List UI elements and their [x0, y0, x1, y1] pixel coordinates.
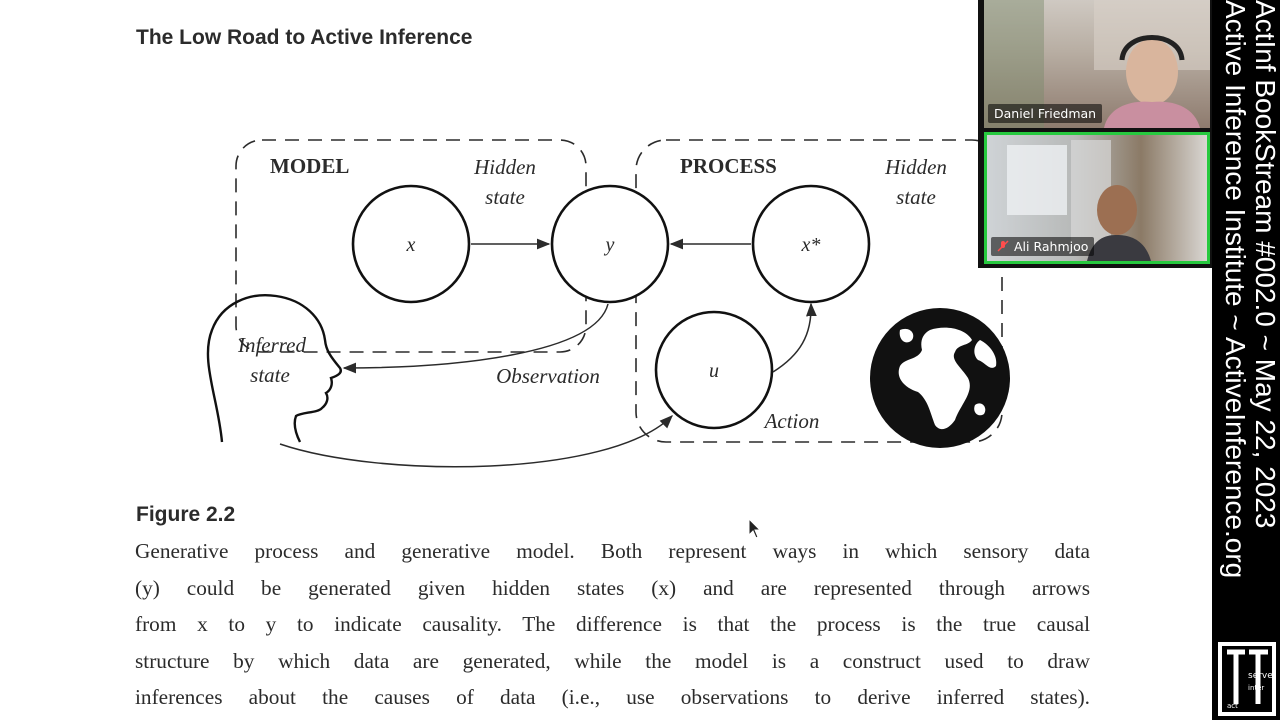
- node-y-circle: [550, 184, 670, 304]
- institute-logo: serve inter act: [1218, 642, 1276, 716]
- model-hidden-label: Hidden: [473, 155, 536, 179]
- caption-line: structure by which data are generated, w…: [135, 648, 1090, 673]
- banner-text: ActInf BookStream #002.0 ~ May 22, 2023 …: [1212, 0, 1280, 640]
- figure-label: Figure 2.2: [136, 503, 236, 526]
- node-x-circle: [351, 184, 471, 304]
- participant-avatar: [984, 0, 1210, 128]
- node-y-label: y: [604, 234, 615, 256]
- globe-icon: [870, 308, 1010, 448]
- logo-text-serve: serve: [1248, 671, 1273, 681]
- observation-label: Observation: [496, 364, 600, 388]
- mouse-cursor-icon: [748, 518, 762, 539]
- process-label: PROCESS: [680, 154, 777, 178]
- caption-line: (y) could be generated given hidden stat…: [135, 575, 1090, 600]
- video-tile-ali[interactable]: Ali Rahmjoo: [984, 132, 1210, 264]
- participant-name-tag: Ali Rahmjoo: [991, 237, 1095, 256]
- head-icon: [206, 294, 342, 443]
- node-xstar-circle: [751, 184, 871, 304]
- participant-name: Daniel Friedman: [994, 106, 1097, 121]
- inferred-state-label: state: [250, 363, 290, 387]
- banner-line-institute: Active Inference Institute ~ ActiveInfer…: [1220, 0, 1251, 579]
- node-u-circle: [654, 310, 774, 430]
- banner-line-title: ActInf BookStream #002.0 ~ May 22, 2023: [1250, 0, 1280, 529]
- inferred-label: Inferred: [237, 333, 307, 357]
- microphone-muted-icon: [997, 240, 1009, 252]
- model-state-label: state: [485, 185, 525, 209]
- node-xstar-label: x*: [801, 234, 821, 256]
- logo-text-inter: inter: [1248, 684, 1264, 692]
- node-x-label: x: [406, 234, 416, 256]
- process-state-label: state: [896, 185, 936, 209]
- process-hidden-label: Hidden: [884, 155, 947, 179]
- participant-avatar: [1007, 140, 1151, 261]
- caption-line: from x to y to indicate causality. The d…: [135, 612, 1090, 637]
- video-tile-daniel[interactable]: Daniel Friedman: [984, 0, 1210, 128]
- stream-banner: ActInf BookStream #002.0 ~ May 22, 2023 …: [1212, 0, 1280, 720]
- participant-name-tag: Daniel Friedman: [988, 104, 1103, 123]
- caption-line: Generative process and generative model.…: [135, 539, 1090, 563]
- action-label: Action: [763, 409, 820, 433]
- node-u-label: u: [709, 360, 719, 382]
- arrow-u-to-xstar: [772, 302, 817, 373]
- caption-line: inferences about the causes of data (i.e…: [135, 685, 1090, 710]
- figure-diagram: MODEL PROCESS Hidden state Hidden state …: [206, 139, 1010, 468]
- arrow-action: [279, 415, 673, 468]
- page-title: The Low Road to Active Inference: [136, 26, 473, 49]
- figure-caption: Generative process and generative model.…: [135, 533, 1090, 716]
- logo-text-act: act: [1227, 702, 1238, 710]
- model-label: MODEL: [270, 154, 349, 178]
- arrow-observation: [342, 303, 609, 374]
- participant-name: Ali Rahmjoo: [1014, 239, 1089, 254]
